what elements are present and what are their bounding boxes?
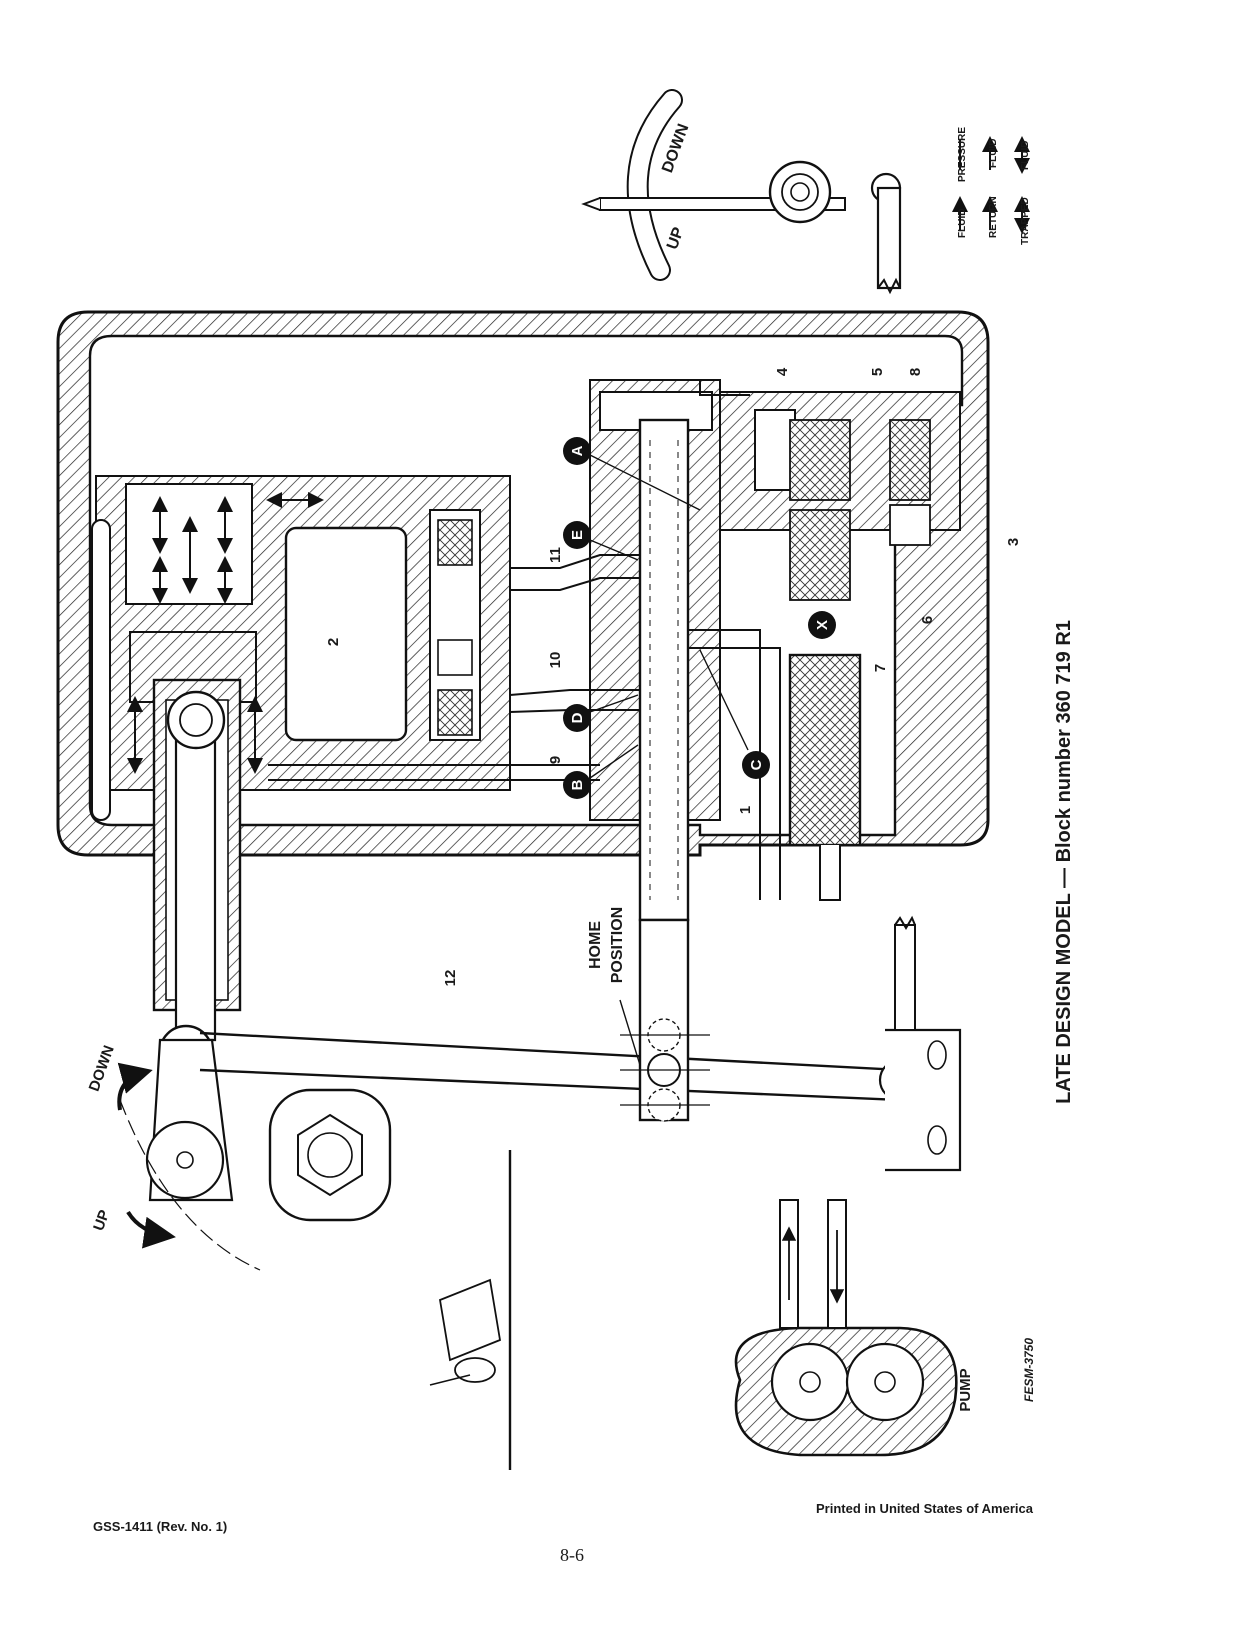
lever-up-label: UP: [664, 225, 688, 252]
hex-nut: [268, 1088, 392, 1222]
legend-trapped-fluid-line2: FLUID: [1020, 141, 1031, 170]
arm-down-label: DOWN: [86, 1043, 118, 1093]
lever-down-label: DOWN: [659, 122, 692, 175]
part-number-9: 9: [547, 756, 564, 764]
callout-C-label: C: [748, 759, 765, 770]
figure-code: FESM-3750: [1022, 1338, 1036, 1402]
part-number-3: 3: [1005, 538, 1022, 546]
fluid-passages: [268, 380, 781, 900]
left-slot: [91, 519, 111, 821]
control-lever: [581, 89, 902, 295]
part-number-2: 2: [325, 638, 342, 646]
callout-C: C: [699, 649, 770, 779]
part-number-8: 8: [907, 368, 924, 376]
legend-trapped-fluid: TRAPPED FLUID: [1014, 136, 1031, 245]
part-number-labels: 1 2 3 4 5 6 7 8 9 10 11 12: [325, 367, 1022, 986]
footer-doc-id: GSS-1411 (Rev. No. 1): [93, 1519, 228, 1534]
callout-X: X: [808, 611, 836, 639]
callout-E-label: E: [569, 530, 586, 540]
callout-A-label: A: [569, 445, 586, 456]
spool-assembly: [599, 391, 713, 1122]
part-number-1: 1: [737, 806, 754, 814]
legend-fluid-pressure-line2: PRESSURE: [957, 127, 968, 182]
legend-fluid-pressure-line1: FLUID: [957, 209, 968, 238]
filter-element: [788, 653, 862, 847]
legend-fluid-pressure: FLUID PRESSURE: [952, 127, 968, 238]
callout-D-label: D: [569, 712, 586, 723]
relief-valve-group: [754, 409, 931, 601]
tractor-inset: [429, 1150, 512, 1470]
home-position-line2: POSITION: [609, 907, 626, 983]
legend-return-fluid: RETURN FLUID: [982, 136, 999, 238]
part-number-7: 7: [872, 664, 889, 672]
home-position-leader: [619, 999, 641, 1066]
diagram-title: LATE DESIGN MODEL — Block number 360 719…: [1053, 620, 1075, 1104]
page-number: 8-6: [560, 1545, 584, 1565]
part-number-12: 12: [442, 970, 459, 987]
part-number-5: 5: [869, 368, 886, 376]
legend-return-fluid-line2: FLUID: [988, 139, 999, 168]
reservoir-window: [284, 526, 408, 742]
footer-printed: Printed in United States of America: [816, 1501, 1033, 1516]
pump: [734, 1199, 958, 1457]
callout-A: A: [563, 437, 701, 511]
part-number-4: 4: [774, 367, 791, 376]
callout-D: D: [563, 694, 639, 732]
legend-trapped-fluid-line1: TRAPPED: [1020, 197, 1031, 245]
right-bracket: [885, 915, 962, 1172]
callout-E: E: [563, 521, 639, 561]
arm-up-label: UP: [90, 1208, 113, 1233]
callout-B-label: B: [569, 779, 586, 790]
part-number-10: 10: [547, 652, 564, 669]
legend-return-fluid-line1: RETURN: [988, 196, 999, 238]
upper-chamber: [125, 483, 324, 605]
pump-label: PUMP: [957, 1368, 974, 1411]
check-valves-column: [429, 509, 481, 741]
home-position-line1: HOME: [587, 921, 604, 969]
arm-motion-arrows: [117, 1062, 176, 1249]
crank-arm: [119, 690, 261, 1271]
filter-outlet: [819, 845, 841, 901]
part-number-6: 6: [919, 616, 936, 624]
part-number-11: 11: [547, 547, 564, 563]
callout-X-label: X: [814, 620, 831, 630]
callout-B: B: [563, 744, 639, 799]
flow-legend: FLUID PRESSURE RETURN FLUID TRAPPED FLUI…: [952, 127, 1031, 245]
